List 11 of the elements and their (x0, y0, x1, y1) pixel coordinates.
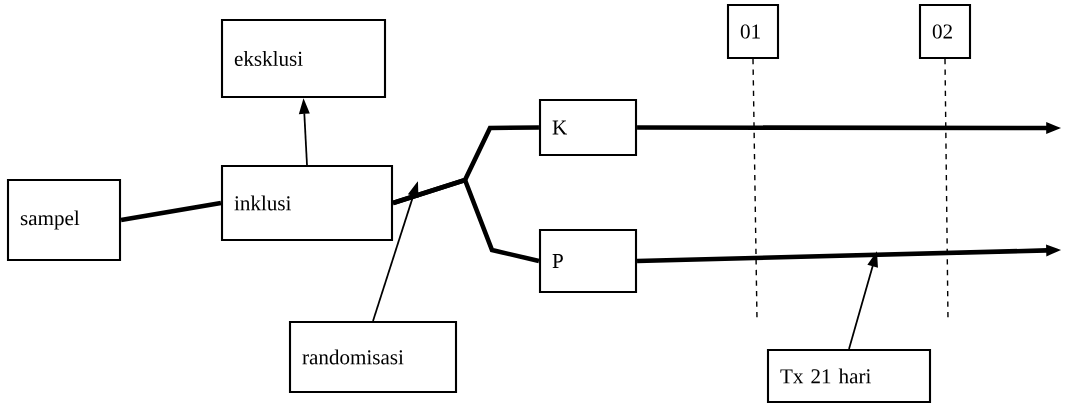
process-box: inklusi (220, 164, 394, 242)
observation-box: 02 (918, 3, 972, 60)
connector-line (120, 200, 222, 223)
treatment-box: Tx 21 hari (766, 348, 932, 404)
observation-box: 01 (726, 3, 780, 60)
process-box: eksklusi (220, 18, 387, 99)
group-box: P (538, 228, 638, 294)
group-box: K (538, 98, 638, 157)
connector-line (392, 177, 540, 264)
process-box: sampel (6, 178, 122, 262)
process-box: randomisasi (288, 320, 458, 394)
